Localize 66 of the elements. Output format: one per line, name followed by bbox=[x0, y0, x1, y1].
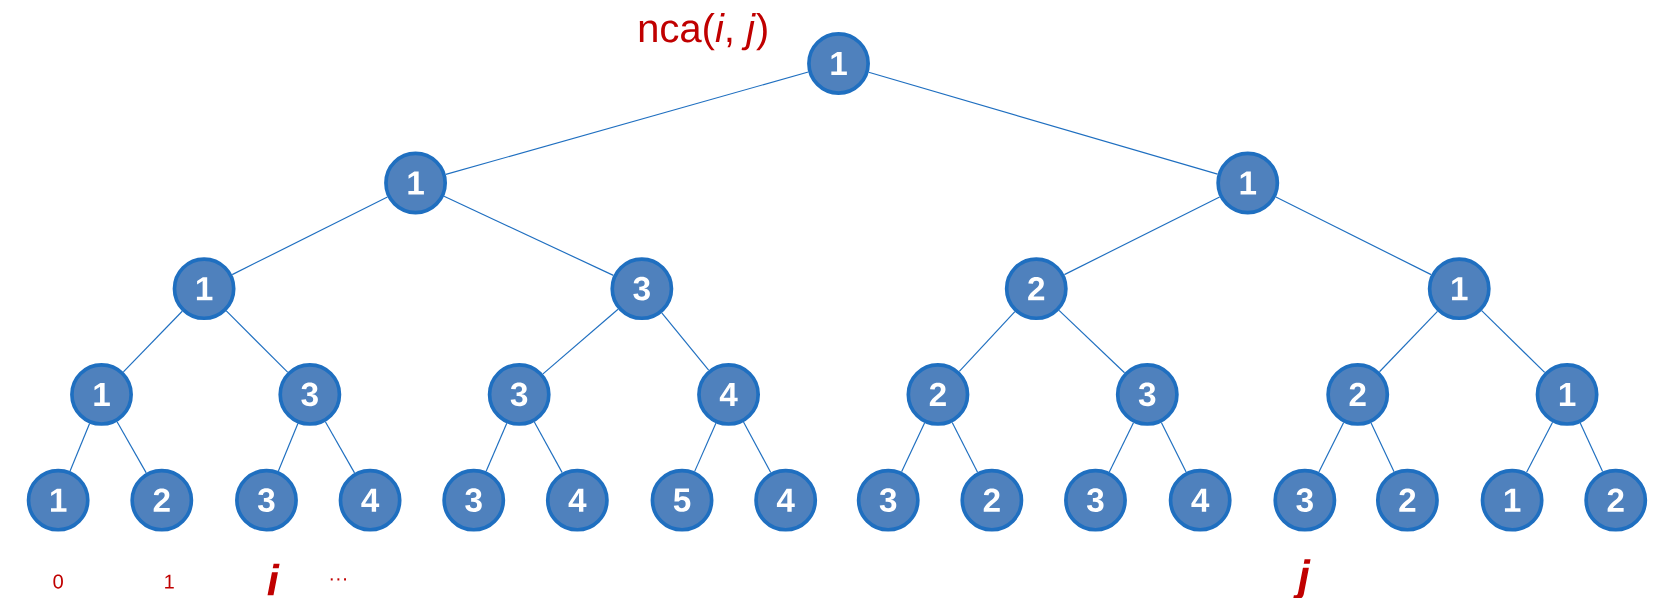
tree-edge bbox=[1579, 422, 1604, 472]
tree-edge bbox=[485, 422, 508, 472]
tree-node: 2 bbox=[1004, 257, 1068, 320]
tree-edge bbox=[1063, 196, 1221, 275]
tree-node: 4 bbox=[1168, 468, 1232, 532]
tree-edge bbox=[661, 312, 710, 371]
tree-edge bbox=[1058, 309, 1126, 374]
tree-node: 3 bbox=[442, 468, 506, 532]
tree-edge bbox=[694, 422, 717, 472]
tree-edge bbox=[122, 310, 183, 373]
tree-node: 1 bbox=[70, 362, 133, 426]
tree-node: 2 bbox=[1326, 362, 1390, 426]
tree-node: 2 bbox=[130, 468, 194, 532]
tree-node: 3 bbox=[235, 468, 298, 532]
tree-node: 4 bbox=[754, 468, 818, 532]
tree-edge bbox=[1108, 421, 1135, 473]
tree-node: 1 bbox=[26, 468, 90, 532]
tree-node: 1 bbox=[172, 257, 236, 320]
tree-node: 4 bbox=[697, 362, 760, 426]
tree-edge bbox=[1378, 310, 1439, 373]
tree-node: 2 bbox=[906, 362, 970, 426]
tree-node: 3 bbox=[856, 468, 920, 532]
tree-node: 1 bbox=[1535, 362, 1599, 426]
tree-node: 2 bbox=[1375, 468, 1439, 532]
tree-node: 1 bbox=[1216, 151, 1280, 215]
tree-node: 3 bbox=[1273, 468, 1337, 532]
tree-edge bbox=[1318, 421, 1345, 473]
tree-edge bbox=[542, 308, 619, 375]
tree-edge bbox=[69, 422, 91, 472]
tree-edge bbox=[1370, 422, 1395, 473]
tree-edge bbox=[901, 422, 926, 473]
tree-node: 1 bbox=[1427, 257, 1491, 320]
tree-edge bbox=[868, 71, 1219, 175]
tree-edge bbox=[445, 71, 809, 175]
tree-edge bbox=[1481, 309, 1546, 373]
index-label: i bbox=[267, 563, 280, 595]
tree-node: 3 bbox=[487, 362, 551, 426]
tree-edge bbox=[277, 422, 299, 472]
tree-node: 3 bbox=[278, 362, 342, 426]
tree-edge bbox=[324, 420, 356, 474]
tree-node: 5 bbox=[650, 468, 714, 532]
tree-edge bbox=[1160, 421, 1187, 473]
tree-node: 3 bbox=[610, 257, 674, 320]
index-label: ··· bbox=[330, 578, 346, 581]
tree-edge bbox=[951, 421, 979, 473]
tree-node: 2 bbox=[960, 468, 1024, 532]
tree-edge bbox=[1275, 196, 1432, 275]
title-label: nca(i, j) bbox=[639, 12, 767, 51]
tree-node: 2 bbox=[1584, 468, 1648, 532]
tree-node: 1 bbox=[384, 151, 447, 215]
tree-edge bbox=[742, 421, 772, 473]
tree-node: 3 bbox=[1115, 362, 1179, 426]
tree-node: 4 bbox=[338, 468, 402, 532]
tree-edge bbox=[231, 196, 389, 275]
index-label: 0 bbox=[53, 574, 63, 589]
tree-node: 4 bbox=[545, 468, 609, 532]
tree-edge bbox=[116, 420, 147, 474]
tree-edge bbox=[225, 310, 289, 373]
tree-node: 1 bbox=[1480, 468, 1544, 532]
index-label: 1 bbox=[165, 574, 174, 589]
tree-edge bbox=[443, 195, 614, 276]
tree-edge bbox=[533, 421, 563, 473]
tree-node: 3 bbox=[1064, 468, 1127, 532]
tree-edge bbox=[958, 310, 1016, 372]
tree-edge bbox=[1526, 421, 1554, 473]
tree-node: 1 bbox=[807, 31, 870, 95]
